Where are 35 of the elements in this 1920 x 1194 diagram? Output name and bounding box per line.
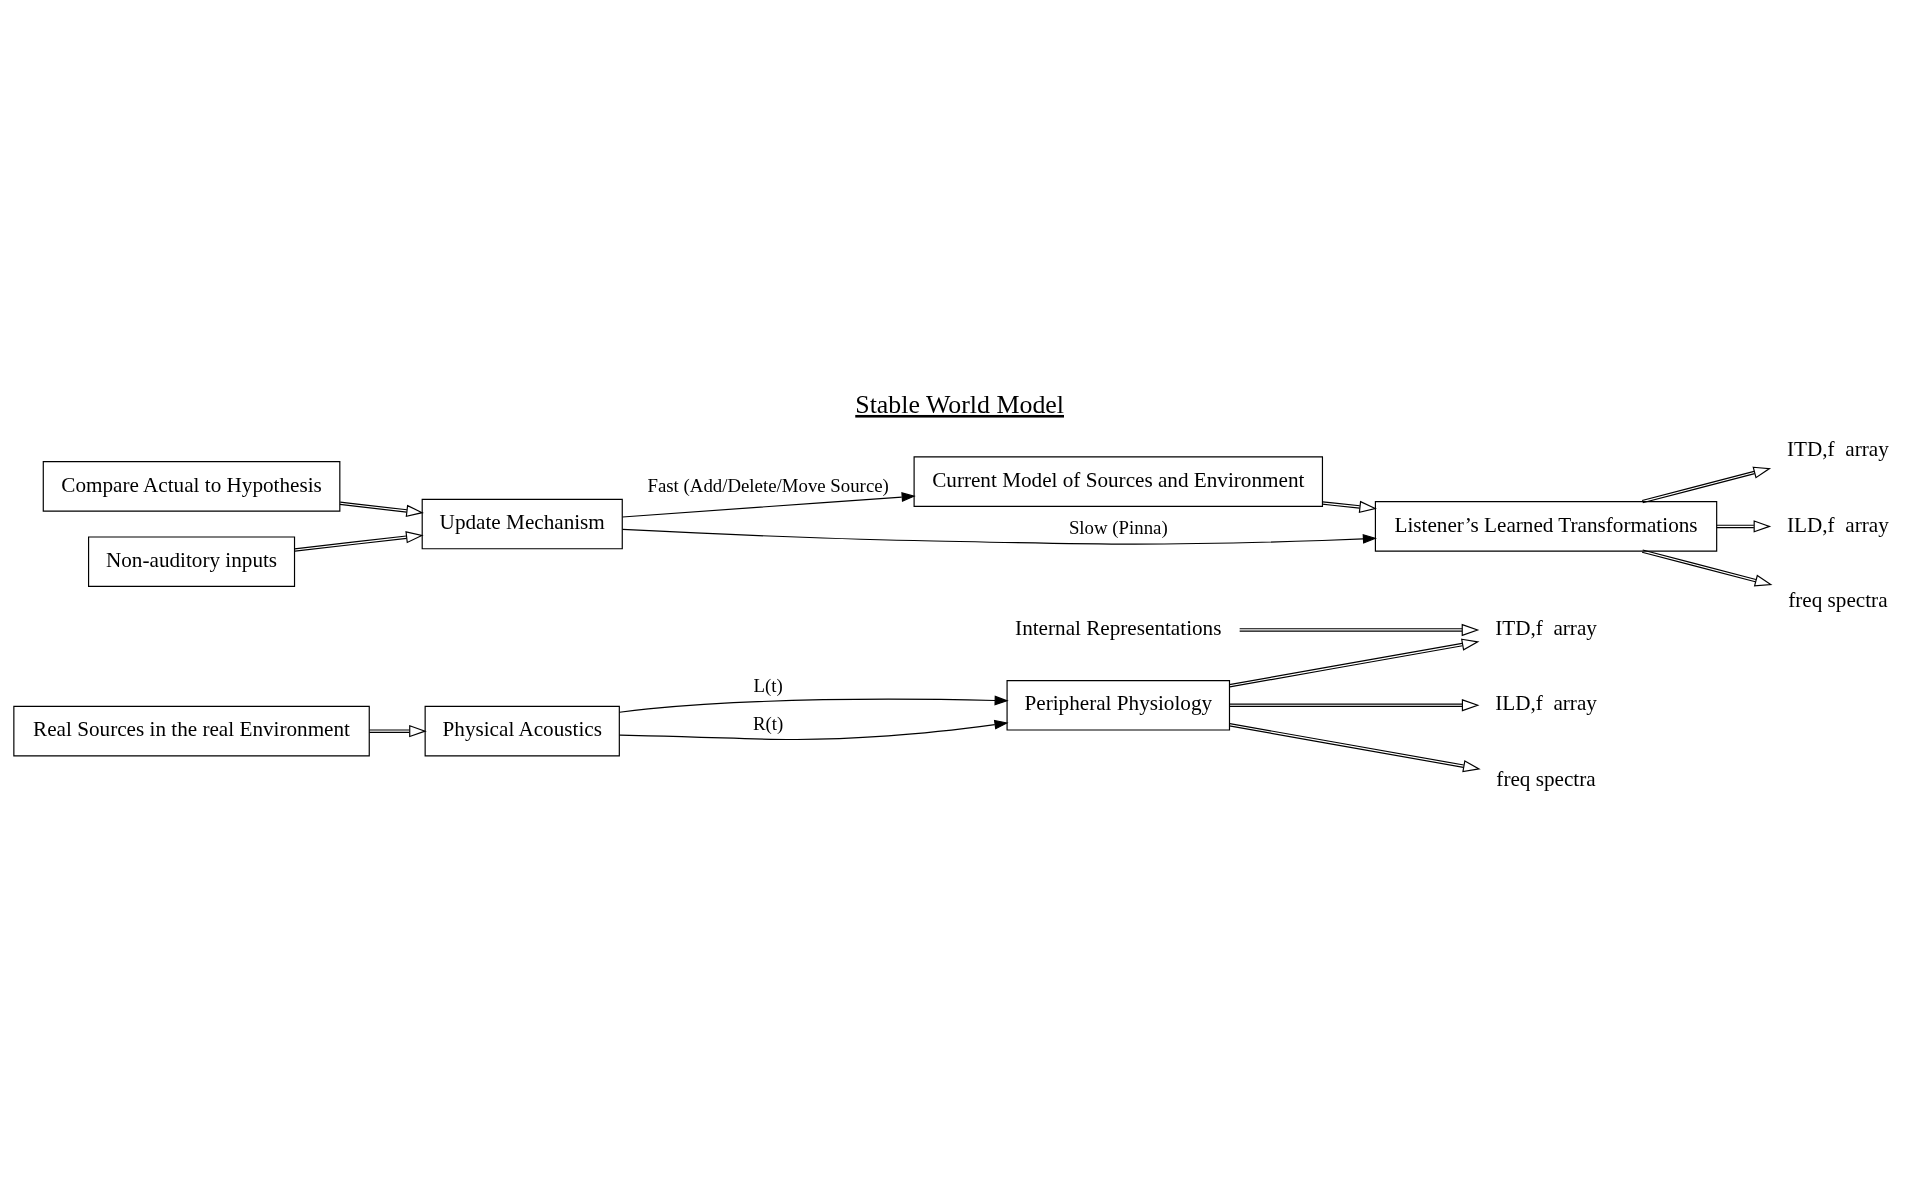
arrow xyxy=(1229,699,1480,712)
arrow xyxy=(621,492,916,518)
arrow xyxy=(618,719,1009,741)
node-box: Peripheral Physiology xyxy=(1006,679,1231,731)
node-text: ILD,f array xyxy=(1787,512,1889,537)
node-text: freq spectra xyxy=(1788,587,1888,612)
arrow xyxy=(1239,623,1480,637)
node-text: ITD,f array xyxy=(1495,616,1597,641)
arrow xyxy=(1228,638,1480,688)
node-box: Physical Acoustics xyxy=(424,705,620,757)
arrow xyxy=(368,724,427,738)
node-box: Compare Actual to Hypothesis xyxy=(42,461,341,512)
arrow xyxy=(1641,466,1772,504)
node-box: Current Model of Sources and Environment xyxy=(913,456,1324,507)
node-box: Listener’s Learned Transformations xyxy=(1374,501,1718,552)
arrow xyxy=(294,531,424,552)
node-text: ITD,f array xyxy=(1787,437,1889,462)
edge-label: R(t) xyxy=(753,712,784,734)
arrow xyxy=(339,501,424,518)
node-text: Internal Representations xyxy=(1015,616,1222,641)
edge-label: Slow (Pinna) xyxy=(1068,517,1168,539)
arrow xyxy=(1716,520,1772,533)
edge-label: L(t) xyxy=(753,675,783,697)
arrow xyxy=(1321,500,1377,514)
node-box: Update Mechanism xyxy=(421,498,623,550)
arrow xyxy=(618,695,1009,713)
arrow xyxy=(1228,723,1481,773)
node-text: freq spectra xyxy=(1496,766,1596,791)
edge-label: Fast (Add/Delete/Move Source) xyxy=(647,475,889,497)
node-text: ILD,f array xyxy=(1495,691,1597,716)
node-box: Non-auditory inputs xyxy=(88,536,296,587)
diagram-title: Stable World Model xyxy=(855,389,1064,419)
arrow xyxy=(1641,549,1773,587)
node-box: Real Sources in the real Environment xyxy=(13,705,370,757)
arrow xyxy=(621,528,1377,545)
